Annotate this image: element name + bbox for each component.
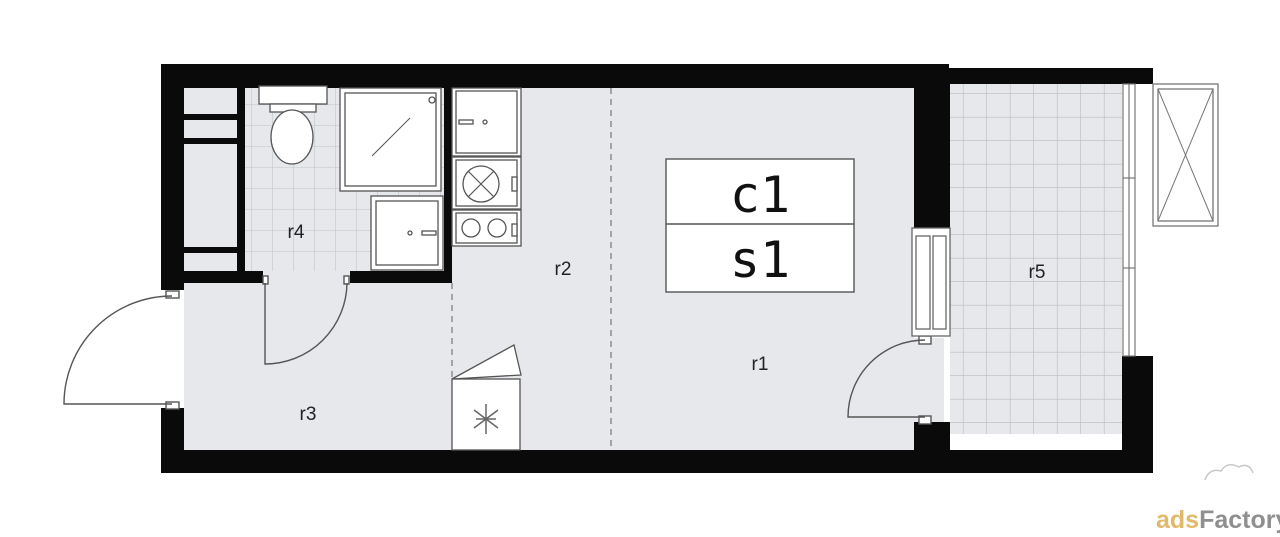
wall-balcony-right bbox=[1122, 356, 1153, 473]
floor-balcony-tiles bbox=[950, 84, 1122, 434]
storage-shelves bbox=[184, 114, 237, 253]
ac-unit-icon bbox=[1152, 83, 1219, 227]
floor-entry-strip bbox=[914, 338, 944, 424]
info-box: c1 s1 bbox=[665, 158, 855, 293]
room-label-r4: r4 bbox=[288, 222, 305, 243]
wall-top bbox=[161, 64, 949, 88]
wall-bath-bottom-right bbox=[350, 271, 450, 283]
zone-separators bbox=[451, 88, 612, 450]
wall-right-lower bbox=[914, 422, 950, 452]
wall-bottom bbox=[161, 450, 1153, 473]
room-label-r1: r1 bbox=[752, 354, 769, 375]
kitchen-units bbox=[451, 87, 522, 247]
washbasin-icon bbox=[370, 195, 444, 271]
room-window-icon bbox=[911, 227, 951, 337]
wall-left-lower bbox=[161, 408, 184, 473]
wall-top-balcony bbox=[949, 68, 1153, 84]
wall-right-upper bbox=[914, 76, 950, 228]
wall-bath-bottom-left bbox=[184, 271, 263, 283]
room-label-r3: r3 bbox=[300, 404, 317, 425]
info-box-top: c1 bbox=[730, 166, 790, 224]
watermark: adsFactory bbox=[1156, 464, 1280, 534]
watermark-ads: adsFactory bbox=[1156, 506, 1280, 534]
info-box-bottom: s1 bbox=[730, 231, 790, 289]
bathroom-door-icon bbox=[262, 275, 350, 365]
room-label-r2: r2 bbox=[555, 259, 572, 280]
balcony-glazing-icon bbox=[1122, 83, 1136, 357]
entrance-door-icon bbox=[63, 290, 180, 410]
wall-left-upper bbox=[161, 64, 184, 290]
toilet-icon bbox=[258, 85, 328, 165]
watermark-cloud-icon bbox=[1204, 464, 1254, 481]
shower-tray-icon bbox=[339, 87, 442, 192]
walls bbox=[161, 64, 1153, 473]
room-labels: r4 r2 r1 r3 r5 bbox=[288, 222, 1046, 425]
floor-areas bbox=[184, 84, 1122, 452]
wall-bath-left bbox=[237, 86, 245, 283]
wardrobe-icon bbox=[451, 344, 522, 451]
wall-bath-right bbox=[444, 86, 452, 283]
room-label-r5: r5 bbox=[1029, 262, 1046, 283]
